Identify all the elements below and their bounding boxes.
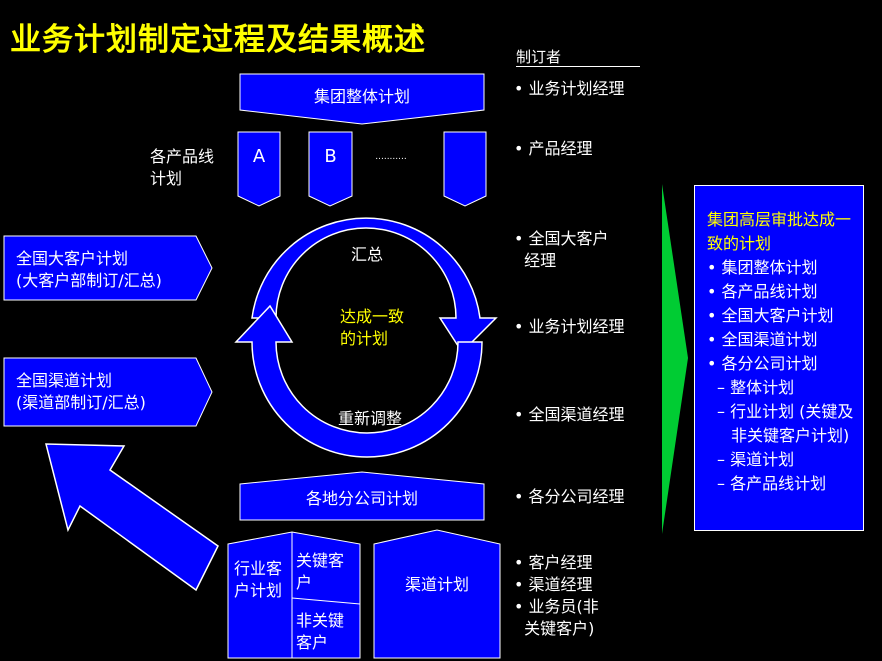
result-subitem: – 整体计划 [717,378,795,397]
product-a-label: A [252,146,266,167]
industry-nonkey-label: 非关键客户 [296,611,345,652]
result-item: • 全国渠道计划 [707,330,818,349]
green-arrow [662,184,688,534]
product-n-shape [443,131,487,207]
cycle-center-label: 达成一致的计划 [340,307,405,348]
industry-key-label: 关键客户 [296,551,345,592]
key-account-label: 全国大客户计划 (大客户部制订/汇总) [16,249,162,290]
result-item: • 全国大客户计划 [707,306,834,325]
industry-box-shape [227,531,361,659]
cycle-readjust-label: 重新调整 [337,409,402,428]
result-subitem: – 各产品线计划 [717,474,827,493]
maker-key-account: • 全国大客户 经理 [514,229,609,270]
branch-plan-shape [239,471,485,521]
industry-main-label: 行业客户计划 [233,559,282,600]
cycle-bottom-arrow [234,304,483,458]
product-b-label: B [324,146,337,167]
cycle-arrows [234,217,498,458]
cycle-summary-label: 汇总 [350,245,383,264]
result-item: • 集团整体计划 [707,258,818,277]
product-a-shape [237,131,281,207]
maker-header: 制订者 [516,48,640,67]
product-b-shape [308,131,353,207]
industry-divider-horizontal [291,597,361,605]
result-subitem: – 行业计划 (关键及非关键客户计划) [717,402,854,445]
result-heading: 集团高层审批达成一致的计划 [707,210,852,253]
channel-plan-label: 渠道计划 [404,575,469,594]
maker-bottom: • 客户经理 • 渠道经理 • 业务员(非 关键客户) [514,553,599,638]
product-ellipsis: ........... [375,152,407,162]
group-plan-shape [239,73,485,125]
maker-branch: • 各分公司经理 [514,487,625,506]
result-subitem: – 渠道计划 [717,450,795,469]
result-box: 集团高层审批达成一致的计划 • 集团整体计划 • 各产品线计划 • 全国大客户计… [694,185,864,531]
result-item: • 各产品线计划 [707,282,818,301]
key-account-shape [3,235,213,301]
group-plan-label: 集团整体计划 [313,87,410,106]
maker-group: • 业务计划经理 [514,79,625,98]
channel-plan-shape [373,529,501,659]
page-title: 业务计划制定过程及结果概述 [10,22,426,58]
product-line-label: 各产品线计划 [150,147,215,188]
maker-cycle: • 业务计划经理 [514,317,625,336]
channel-left-label: 全国渠道计划 (渠道部制订/汇总) [16,371,146,412]
cycle-top-arrow [251,217,498,354]
diagonal-up-arrow [45,443,219,592]
branch-plan-label: 各地分公司计划 [305,489,418,508]
result-item: • 各分公司计划 [707,354,818,373]
channel-plan-left-shape [3,357,213,427]
maker-product: • 产品经理 [514,139,593,158]
maker-channel: • 全国渠道经理 [514,405,625,424]
